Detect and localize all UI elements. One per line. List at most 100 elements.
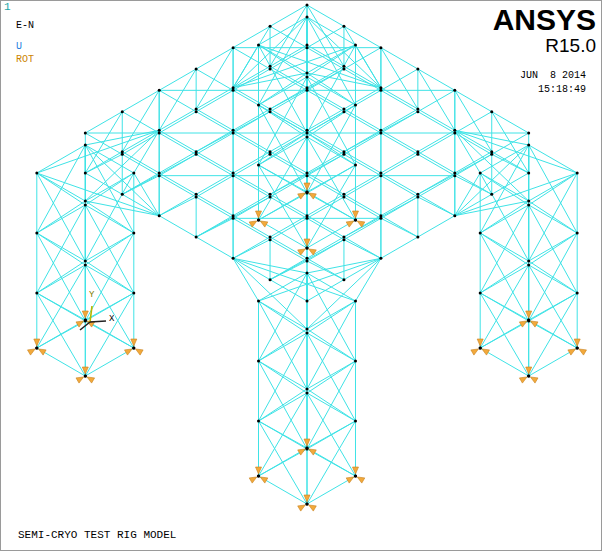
beam-element	[259, 137, 307, 165]
mesh-node	[527, 375, 530, 378]
plot-annotation: JUN 8 2014	[520, 70, 586, 81]
beam-element	[85, 145, 86, 201]
beam-element	[233, 154, 270, 175]
beam-element	[528, 133, 529, 173]
beam-element	[307, 301, 308, 329]
beam-element	[259, 17, 307, 105]
support-node	[305, 190, 308, 193]
beam-element	[85, 205, 86, 265]
beam-element	[233, 69, 270, 90]
beam-element	[307, 218, 344, 239]
support-constraint	[298, 183, 317, 199]
constraint-arrow	[249, 221, 257, 227]
mesh-node	[306, 191, 309, 194]
constraint-arrow	[260, 221, 268, 227]
beam-element	[418, 152, 455, 173]
beam-element	[85, 145, 86, 205]
beam-element	[418, 176, 455, 197]
beam-element	[258, 361, 259, 421]
constraint-arrow	[256, 467, 262, 474]
constraint-arrow	[28, 349, 36, 355]
support-constraint	[298, 495, 317, 511]
beam-element	[37, 265, 85, 293]
mesh-node	[306, 86, 309, 89]
beam-element	[381, 173, 418, 194]
beam-element	[307, 77, 308, 133]
mesh-node	[416, 108, 419, 111]
beam-element	[480, 265, 528, 348]
beam-element	[381, 48, 418, 109]
mesh-node	[416, 193, 419, 196]
beam-element	[259, 192, 307, 220]
beam-element	[259, 77, 307, 165]
mesh-node	[232, 257, 235, 260]
beam-element	[344, 194, 381, 215]
beam-element	[196, 197, 197, 237]
plot-annotation: R15.0	[545, 36, 596, 57]
mesh-node	[306, 388, 309, 391]
beam-element	[307, 73, 308, 133]
beam-element	[159, 173, 196, 194]
beam-element	[233, 258, 355, 301]
beam-element	[492, 112, 529, 173]
beam-element	[259, 137, 307, 220]
beam-element	[259, 301, 307, 389]
support-node	[354, 474, 357, 477]
beam-element	[529, 293, 577, 376]
constraint-arrow	[579, 349, 587, 355]
beam-element	[259, 449, 307, 476]
beam-element	[381, 176, 418, 197]
beam-element	[159, 194, 196, 215]
beam-element	[344, 69, 381, 90]
beam-element	[307, 5, 308, 45]
beam-element	[37, 130, 159, 173]
beam-element	[480, 265, 528, 293]
support-constraint	[28, 339, 47, 355]
constraint-arrow	[76, 377, 84, 383]
mesh-node	[306, 392, 309, 395]
mesh-node	[195, 153, 198, 156]
mesh-node	[269, 193, 272, 196]
mesh-node	[158, 129, 161, 132]
beam-element	[480, 205, 528, 293]
beam-element	[418, 130, 455, 151]
beam-element	[233, 26, 270, 47]
beam-element	[159, 69, 196, 130]
beam-element	[528, 173, 529, 201]
mesh-node	[306, 129, 309, 132]
mesh-node	[306, 214, 309, 217]
mesh-node	[306, 46, 309, 49]
mesh-node	[306, 72, 309, 75]
support-symbols	[28, 183, 587, 511]
mesh-node	[269, 108, 272, 111]
beam-element	[233, 175, 307, 176]
beam-element	[36, 233, 37, 293]
mesh-node	[269, 150, 272, 153]
beam-element	[418, 197, 455, 216]
beam-element	[159, 216, 196, 237]
beam-element	[259, 393, 307, 476]
beam-element	[196, 109, 233, 130]
beam-element	[418, 69, 455, 90]
beam-element	[307, 220, 355, 248]
beam-element	[258, 105, 259, 165]
beam-element	[85, 205, 86, 261]
mesh-node	[379, 174, 382, 177]
beam-element	[307, 109, 344, 130]
beam-element	[196, 173, 233, 194]
beam-element	[85, 205, 133, 293]
beam-element	[134, 173, 159, 216]
plot-annotation: 1	[4, 1, 11, 13]
mesh-node	[576, 172, 579, 175]
mesh-node	[379, 46, 382, 49]
beam-element	[270, 240, 271, 280]
beam-element	[270, 218, 307, 239]
beam-element	[307, 333, 308, 393]
mesh-node	[379, 89, 382, 92]
beam-element	[233, 45, 258, 88]
beam-element	[418, 69, 455, 130]
mesh-node	[84, 172, 87, 175]
mesh-node	[232, 86, 235, 89]
